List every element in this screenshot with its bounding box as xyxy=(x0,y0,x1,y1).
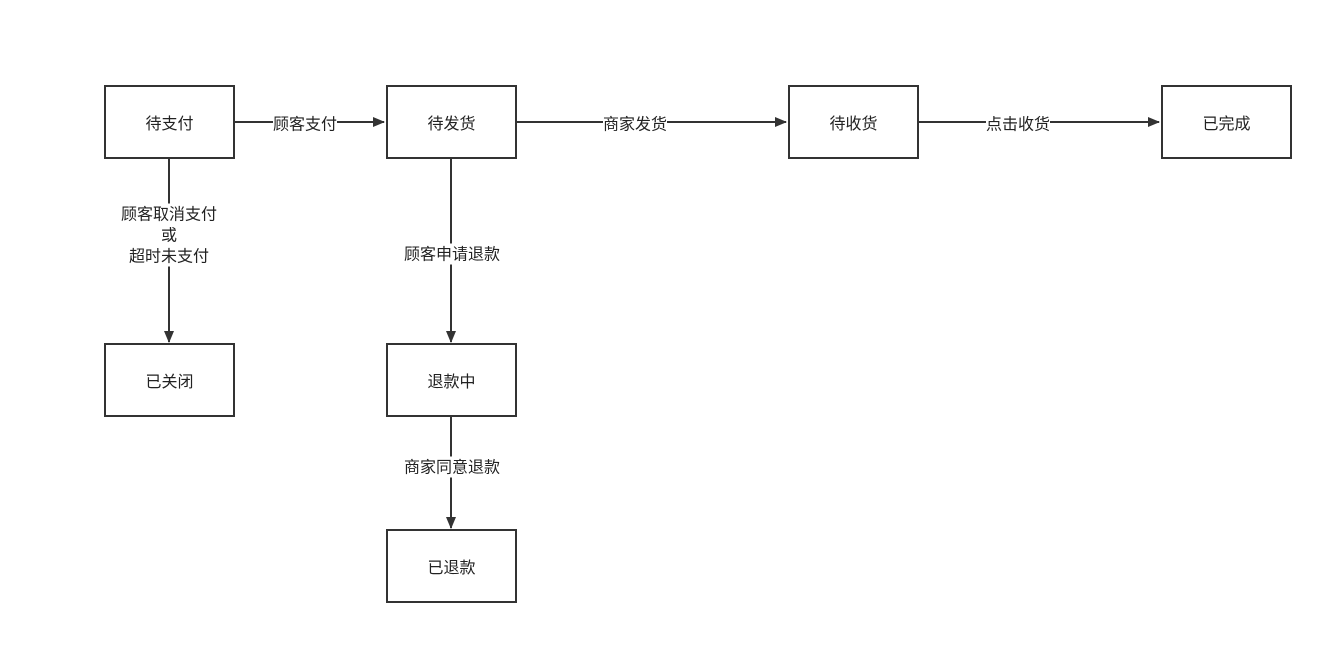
node-completed: 已完成 xyxy=(1161,85,1292,159)
label-customer-pay: 顾客支付 xyxy=(272,113,338,135)
node-refunding: 退款中 xyxy=(386,343,517,417)
label-merchant-ship: 商家发货 xyxy=(602,113,668,135)
label-agree-refund: 商家同意退款 xyxy=(403,456,501,478)
label-cancel-or-timeout: 顾客取消支付 或 超时未支付 xyxy=(120,203,218,267)
label-cancel-line2: 或 xyxy=(160,225,178,245)
node-pending-receipt: 待收货 xyxy=(788,85,919,159)
label-apply-refund: 顾客申请退款 xyxy=(403,243,501,265)
node-refunded: 已退款 xyxy=(386,529,517,603)
label-cancel-line1: 顾客取消支付 xyxy=(120,204,218,224)
node-closed: 已关闭 xyxy=(104,343,235,417)
label-cancel-line3: 超时未支付 xyxy=(128,246,210,266)
label-click-receive: 点击收货 xyxy=(985,113,1051,135)
node-pending-shipment: 待发货 xyxy=(386,85,517,159)
node-pending-payment: 待支付 xyxy=(104,85,235,159)
